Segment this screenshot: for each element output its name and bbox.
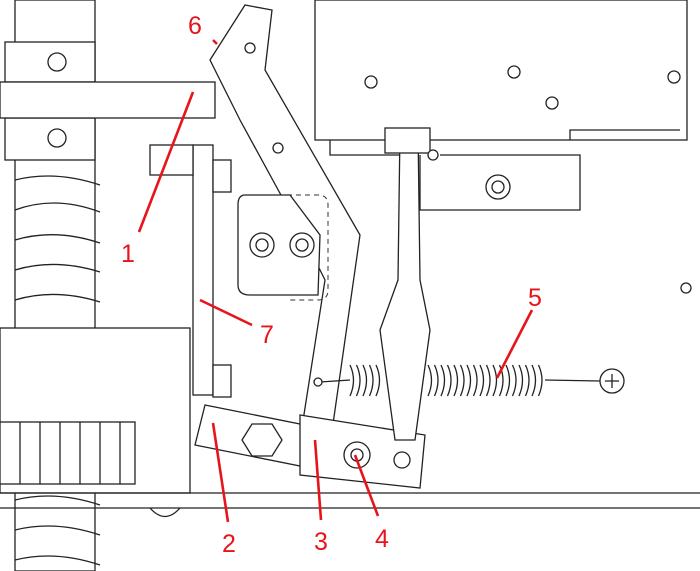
callout-2: 2 [222, 530, 236, 558]
callout-1: 1 [121, 240, 135, 268]
plate-7 [149, 144, 232, 398]
shaft-collars [0, 41, 216, 161]
callout-6: 6 [188, 12, 202, 40]
callout-3: 3 [314, 528, 328, 556]
spring-5 [313, 364, 625, 397]
callout-5: 5 [528, 284, 542, 312]
callout-7: 7 [260, 321, 274, 349]
connecting-rod [379, 127, 439, 441]
callout-4: 4 [375, 525, 389, 553]
upper-housing [314, 0, 692, 294]
lever-6 [209, 4, 361, 451]
callout-labels: 6 1 7 5 2 3 4 [121, 12, 542, 558]
base-block [0, 327, 700, 518]
callout-leaders [137, 39, 534, 523]
